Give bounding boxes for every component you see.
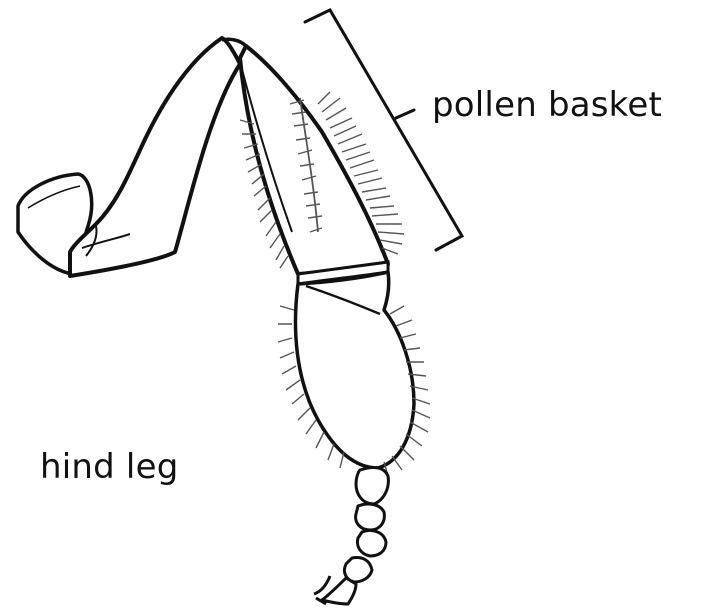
tarsus-segment-3 — [358, 530, 387, 556]
tarsus-segment-1 — [356, 468, 388, 504]
tibia-segment — [240, 46, 388, 274]
tarsus-segment-2 — [356, 504, 385, 530]
hind-leg-label: hind leg — [40, 450, 178, 484]
basitarsus-segment — [295, 272, 414, 468]
pollen-basket-label: pollen basket — [432, 88, 662, 122]
